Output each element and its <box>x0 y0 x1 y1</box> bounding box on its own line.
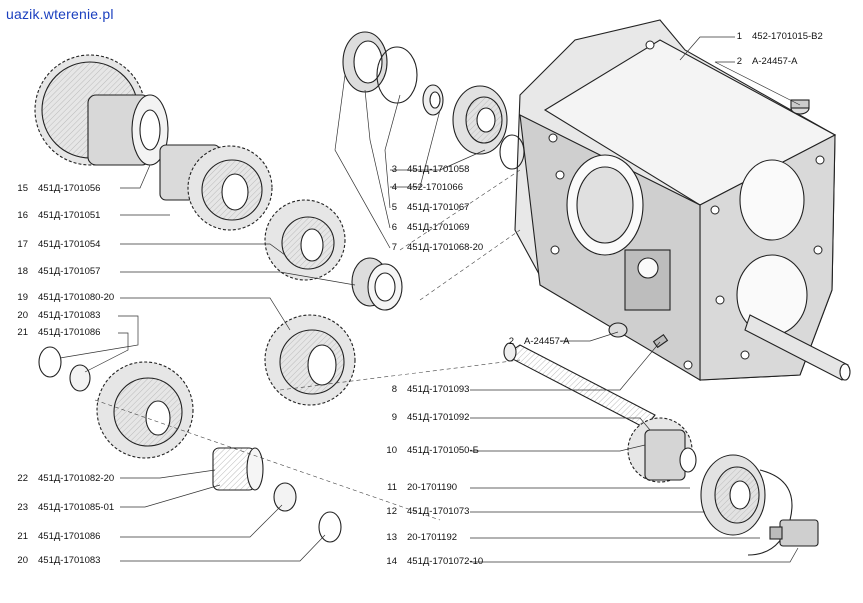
gear-22 <box>96 361 194 459</box>
site-watermark: uazik.wterenie.pl <box>6 6 114 22</box>
gear-16 <box>159 144 273 231</box>
bearing-large <box>452 85 508 155</box>
snap-ring-small <box>499 134 525 170</box>
gear-19 <box>264 314 356 406</box>
main-shaft-9 <box>503 342 697 483</box>
bolt-14 <box>769 519 819 547</box>
needle-bearing-23 <box>212 447 264 491</box>
bushing-18 <box>351 257 403 311</box>
leader-lines <box>59 36 801 563</box>
gear-17 <box>264 199 346 281</box>
bolt-small <box>652 333 669 349</box>
seal-rings-group <box>342 31 444 116</box>
spacer-small-rings <box>38 346 342 543</box>
gear-15 <box>34 54 169 166</box>
plug-top <box>790 99 810 115</box>
bearing-12 <box>700 454 766 536</box>
plug-lower <box>608 322 628 338</box>
gearbox-housing <box>514 19 851 381</box>
